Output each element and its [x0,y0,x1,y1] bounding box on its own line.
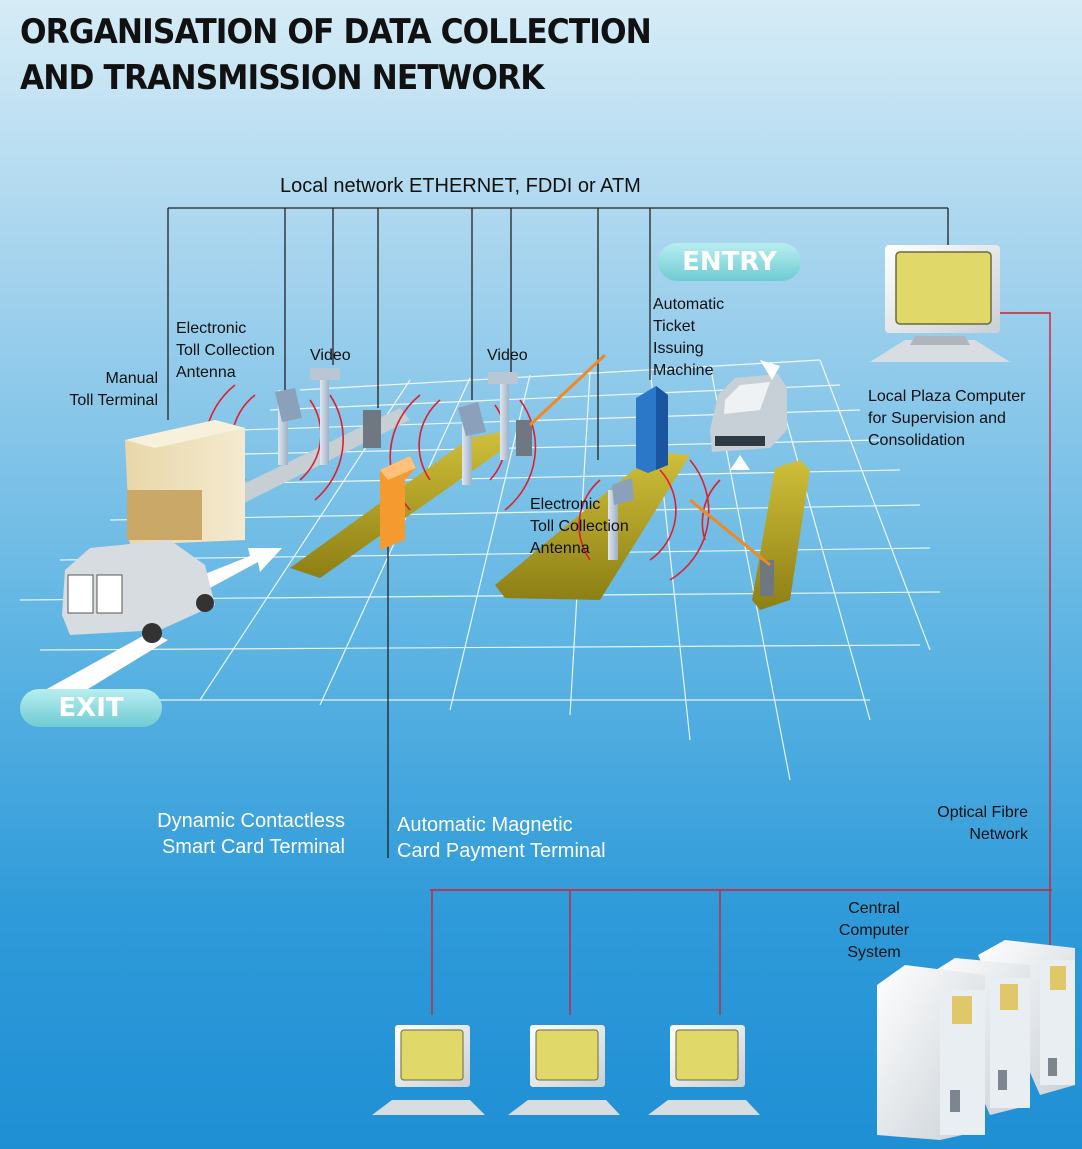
smart-card-terminal [380,456,416,550]
ticket-machine-label: Automatic Ticket Issuing Machine [653,296,725,379]
etc-antenna-label-1: Electronic Toll Collection Antenna [176,320,275,381]
plaza-computer-label: Local Plaza Computer for Supervision and… [868,388,1026,449]
central-computer-label: Central Computer System [838,900,910,961]
manual-toll-label: Manual Toll Terminal [69,370,158,409]
workstation-3 [648,1025,760,1115]
page-title-line-1: ORGANISATION OF DATA COLLECTION [20,12,652,52]
page-title-line-2: AND TRANSMISSION NETWORK [20,58,544,98]
plaza-computer [870,245,1010,362]
magnetic-card-label: Automatic Magnetic Card Payment Terminal [397,814,606,862]
entry-badge: ENTRY [658,243,801,281]
video-label-2: Video [487,347,528,364]
local-network-label: Local network ETHERNET, FDDI or ATM [280,175,641,197]
workstation-2 [508,1025,620,1115]
barriers [528,353,771,567]
workstation-1 [372,1025,485,1115]
antenna-poles [275,368,774,596]
smart-card-label: Dynamic Contactless Smart Card Terminal [157,810,345,858]
optical-fibre-label: Optical Fibre Network [937,804,1028,843]
car-entry [710,360,787,452]
island-2 [495,452,690,600]
ticket-machine [636,386,668,473]
local-network-bus [167,207,949,858]
manual-toll-booth [125,420,245,545]
video-label-1: Video [310,347,351,364]
etc-antenna-label-2: Electronic Toll Collection Antenna [530,496,629,557]
central-computer-towers [877,940,1075,1140]
exit-badge: EXIT [20,689,162,727]
van-exit [62,540,215,643]
optical-fibre-lines [430,312,1052,1015]
